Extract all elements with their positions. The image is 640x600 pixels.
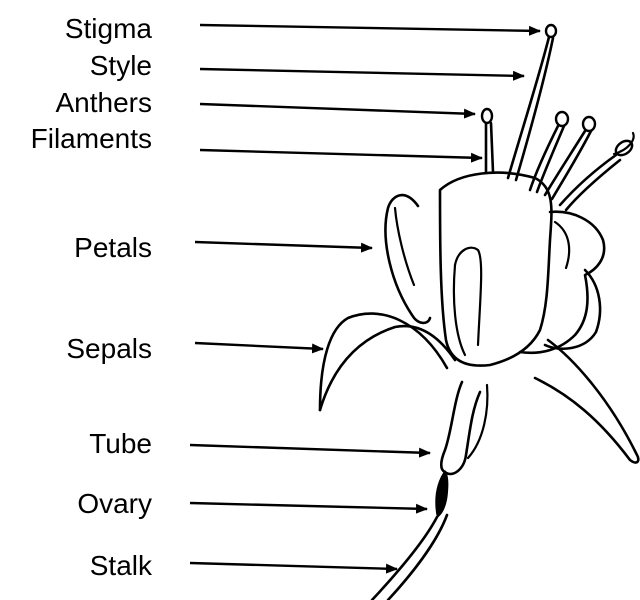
label-filaments: Filaments <box>31 123 152 154</box>
anther-right-2 <box>583 117 595 131</box>
ovary-shape <box>435 470 448 518</box>
tube-outline <box>441 382 480 474</box>
sepal-left-inner <box>320 326 455 410</box>
stalk-line-b <box>388 515 447 600</box>
petal-right <box>520 212 604 353</box>
sepal-right <box>535 340 638 463</box>
sepal-left-outer <box>320 314 447 410</box>
petal-left <box>385 195 430 323</box>
label-style: Style <box>90 50 152 81</box>
filament-left-b <box>491 123 493 172</box>
arrow-petals <box>195 242 372 248</box>
arrow-anthers <box>200 104 475 114</box>
arrow-filaments <box>200 150 482 158</box>
arrow-stalk <box>190 563 397 569</box>
arrow-sepals <box>195 343 323 349</box>
anther-right-1 <box>556 112 568 126</box>
stigma-tip <box>546 25 556 37</box>
filament-right-3b <box>566 160 620 210</box>
label-petals: Petals <box>74 232 152 263</box>
arrow-tube <box>190 445 430 453</box>
arrow-ovary <box>190 503 427 509</box>
arrow-stigma <box>200 25 540 31</box>
anther-left <box>482 109 492 123</box>
label-anthers: Anthers <box>56 87 153 118</box>
stalk-line-a <box>372 517 437 600</box>
arrow-style <box>200 69 524 76</box>
label-stalk: Stalk <box>90 550 153 581</box>
style-line-b <box>516 38 553 180</box>
petal-center <box>440 173 551 366</box>
petal-center-fold-a <box>455 248 481 345</box>
filament-right-3a <box>560 155 616 205</box>
label-tube: Tube <box>89 428 152 459</box>
label-stigma: Stigma <box>65 13 153 44</box>
label-ovary: Ovary <box>77 488 152 519</box>
petal-left-vein <box>395 208 414 285</box>
petal-center-fold-b <box>454 265 465 355</box>
petal-right-vein <box>555 222 569 268</box>
label-sepals: Sepals <box>66 333 152 364</box>
